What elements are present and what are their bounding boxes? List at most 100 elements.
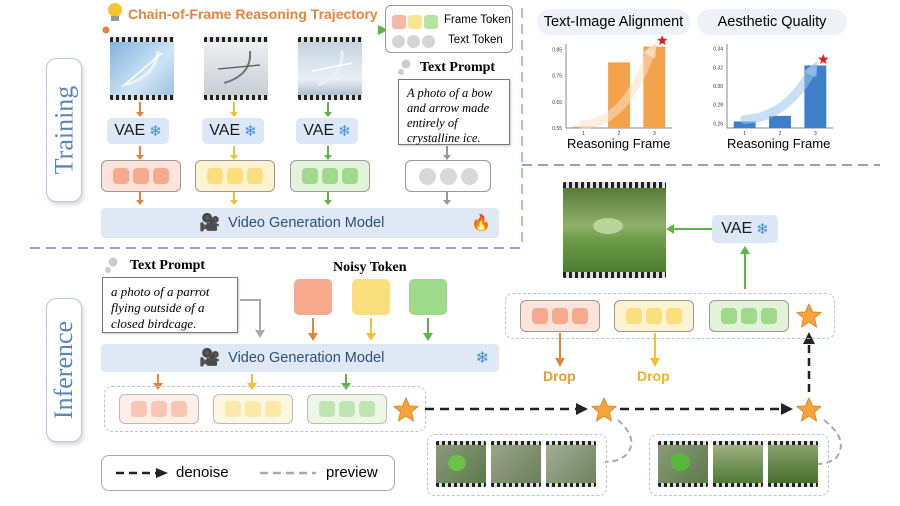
output-frame <box>563 182 666 278</box>
x-tick-label: 1 <box>743 131 746 136</box>
inference-side-label: Inference <box>46 298 82 442</box>
noisy-token-title: Noisy Token <box>333 260 407 275</box>
alignment-chart-title: Text-Image Alignment <box>537 9 690 35</box>
y-tick-label: 0.30 <box>713 84 723 90</box>
training-text-prompt: A photo of a bow and arrow made entirely… <box>398 79 510 145</box>
best-star-icon <box>818 54 829 64</box>
star-icon <box>796 397 822 422</box>
training-text-prompt-title: Text Prompt <box>420 60 496 75</box>
vae-label: VAE <box>114 122 146 139</box>
preview-frame <box>768 441 818 487</box>
bar <box>733 121 756 128</box>
training-video-generation-model: 🎥 Video Generation Model 🔥 <box>101 208 499 238</box>
snowflake-icon: ❄ <box>338 123 351 140</box>
y-tick-label: 0.28 <box>713 103 723 109</box>
camera-icon: 🎥 <box>199 348 221 367</box>
y-tick-label: 0.85 <box>552 47 562 53</box>
cof-title: Chain-of-Frame Reasoning Trajectory <box>128 6 378 22</box>
final-tokens-yellow <box>614 300 694 332</box>
preview-line-icon <box>260 471 316 475</box>
training-frame-1 <box>110 37 174 100</box>
star-icon <box>393 397 419 422</box>
camera-icon: 🎥 <box>199 213 221 232</box>
bar <box>769 115 791 128</box>
aesthetic-chart-title: Aesthetic Quality <box>697 9 847 35</box>
fire-icon: 🔥 <box>471 215 491 232</box>
model-label: Video Generation Model <box>228 350 385 366</box>
token-legend: Frame Token Text Token <box>385 5 513 53</box>
noisy-token-orange <box>294 279 332 315</box>
noisy-token-arrows <box>308 318 433 341</box>
star-icon <box>796 303 822 328</box>
inference-tokens-green <box>307 394 387 424</box>
inference-text-prompt-title: Text Prompt <box>130 258 206 273</box>
snowflake-icon: ❄ <box>149 123 162 140</box>
vae-to-output-arrow <box>666 224 713 234</box>
lightbulb-icon <box>108 3 122 21</box>
aesthetic-chart: 0.26 0.28 0.30 0.32 0.34 1 2 3 <box>713 44 833 136</box>
alignment-xlabel: Reasoning Frame <box>567 136 671 151</box>
inference-video-generation-model: 🎥 Video Generation Model ❄ <box>101 344 499 372</box>
vae-label: VAE <box>303 122 335 139</box>
training-vae-1: VAE❄ <box>107 118 169 144</box>
training-frame-tokens-green <box>290 160 370 192</box>
drop-label-orange: Drop <box>543 368 576 384</box>
aesthetic-xlabel: Reasoning Frame <box>727 136 831 151</box>
y-tick-label: 0.32 <box>713 65 723 71</box>
preview-label: preview <box>326 464 378 481</box>
x-tick-label: 1 <box>582 131 585 136</box>
x-tick-label: 2 <box>779 131 782 136</box>
thought-bubble-icon <box>105 257 118 273</box>
vae-label: VAE <box>721 220 753 237</box>
y-tick-label: 0.34 <box>713 47 723 53</box>
noisy-token-yellow <box>352 279 390 315</box>
inference-tokens-yellow <box>213 394 293 424</box>
flow-legend: denoise preview <box>101 455 395 491</box>
y-tick-label: 0.55 <box>552 126 562 132</box>
preview-frame <box>491 441 541 487</box>
thought-bubble-icon <box>398 59 411 75</box>
trend-arrow <box>579 48 655 130</box>
y-tick-label: 0.65 <box>552 100 562 106</box>
training-vae-2: VAE❄ <box>202 118 264 144</box>
final-token-row <box>505 293 835 339</box>
final-tokens-green <box>709 300 789 332</box>
y-tick-label: 0.75 <box>552 74 562 80</box>
x-tick-label: 3 <box>814 131 817 136</box>
training-arrows <box>136 102 451 205</box>
trajectory-arrow <box>102 25 388 35</box>
drop-label-yellow: Drop <box>637 368 670 384</box>
preview-strip-2 <box>649 434 829 496</box>
training-frame-tokens-orange <box>101 160 181 192</box>
y-tick-label: 0.26 <box>713 121 723 127</box>
training-frame-tokens-yellow <box>195 160 275 192</box>
preview-strip-1 <box>427 434 607 496</box>
preview-frame <box>436 441 486 487</box>
frame-token-label: Frame Token <box>444 14 511 26</box>
denoise-label: denoise <box>176 464 229 481</box>
noisy-token-green <box>409 279 447 315</box>
alignment-chart: 0.55 0.65 0.75 0.85 1 2 3 <box>552 36 672 136</box>
preview-frame <box>658 441 708 487</box>
x-tick-label: 3 <box>653 131 656 136</box>
best-star-icon <box>657 36 668 46</box>
x-tick-label: 2 <box>618 131 621 136</box>
snowflake-icon: ❄ <box>475 350 489 367</box>
trend-arrow-head <box>803 61 818 78</box>
training-side-label: Training <box>46 58 82 202</box>
final-tokens-orange <box>520 300 600 332</box>
preview-frame <box>546 441 596 487</box>
prompt-to-model-arrow <box>240 299 265 338</box>
inference-tokens-orange <box>119 394 199 424</box>
text-token-label: Text Token <box>448 34 503 46</box>
trend-arrow-head <box>642 42 657 59</box>
model-label: Video Generation Model <box>228 215 385 231</box>
vae-label: VAE <box>209 122 241 139</box>
inference-vae: VAE❄ <box>712 215 778 243</box>
star-icon <box>591 397 617 422</box>
training-frame-2 <box>204 37 268 100</box>
tokens-to-vae-arrow <box>740 246 750 289</box>
trend-arrow <box>740 66 816 124</box>
